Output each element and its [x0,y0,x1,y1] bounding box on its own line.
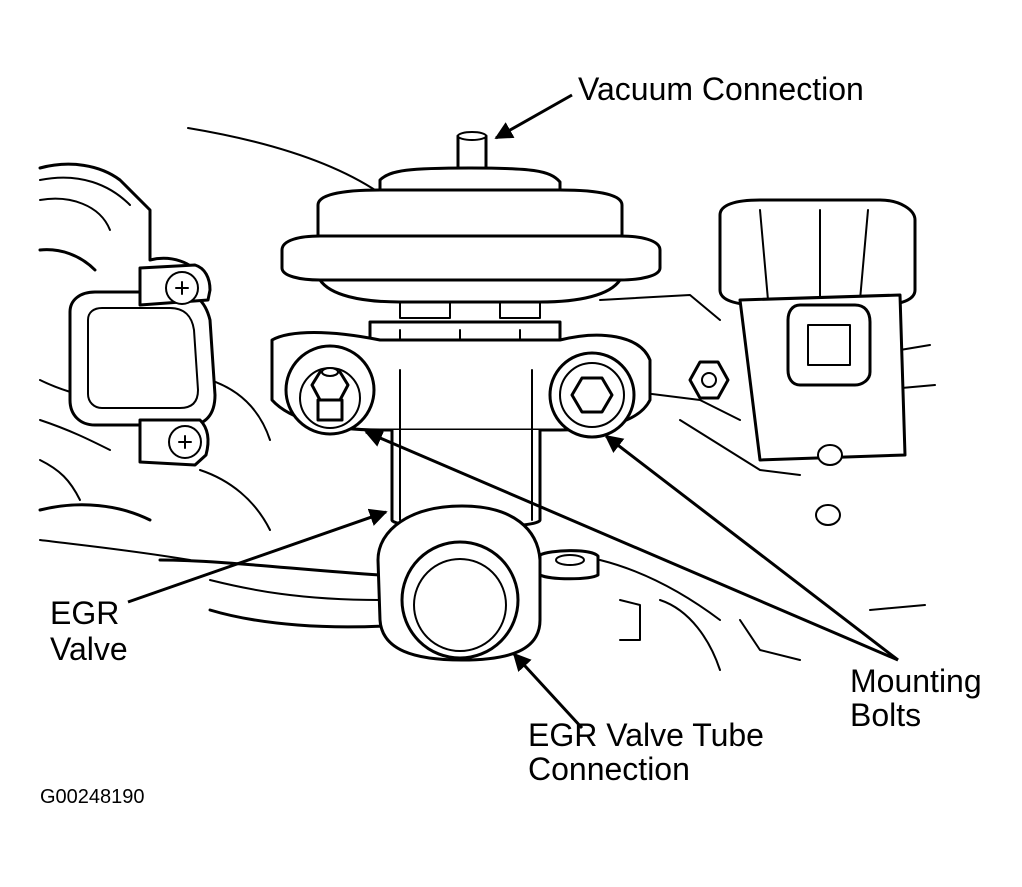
arrow-tube-connection [512,652,584,730]
arrow-mounting-bolt-left [364,430,899,662]
arrow-mounting-bolt-right [604,434,899,662]
sensor-connector [688,198,917,526]
egr-tube-connection [376,504,600,662]
egr-valve-label-line1: EGR [50,595,120,631]
mounting-bolt-left [284,344,376,436]
leader-arrows [127,93,899,730]
mounting-bolts-label-line1: Mounting [850,663,982,699]
tube-connection-label-line1: EGR Valve Tube [528,717,764,753]
arrow-egr-valve [127,508,388,604]
figure-code: G00248190 [40,786,145,808]
mounting-bolts-label-line2: Bolts [850,697,922,733]
vacuum-connection-label: Vacuum Connection [578,71,864,107]
arrow-vacuum-connection [494,93,573,140]
egr-valve [270,131,662,529]
throttle-position-sensor [68,263,217,467]
egr-valve-label-line2: Valve [50,631,128,667]
engine-background [38,127,936,671]
tube-connection-label-line2: Connection [528,751,690,787]
mounting-bolt-right [548,351,636,439]
